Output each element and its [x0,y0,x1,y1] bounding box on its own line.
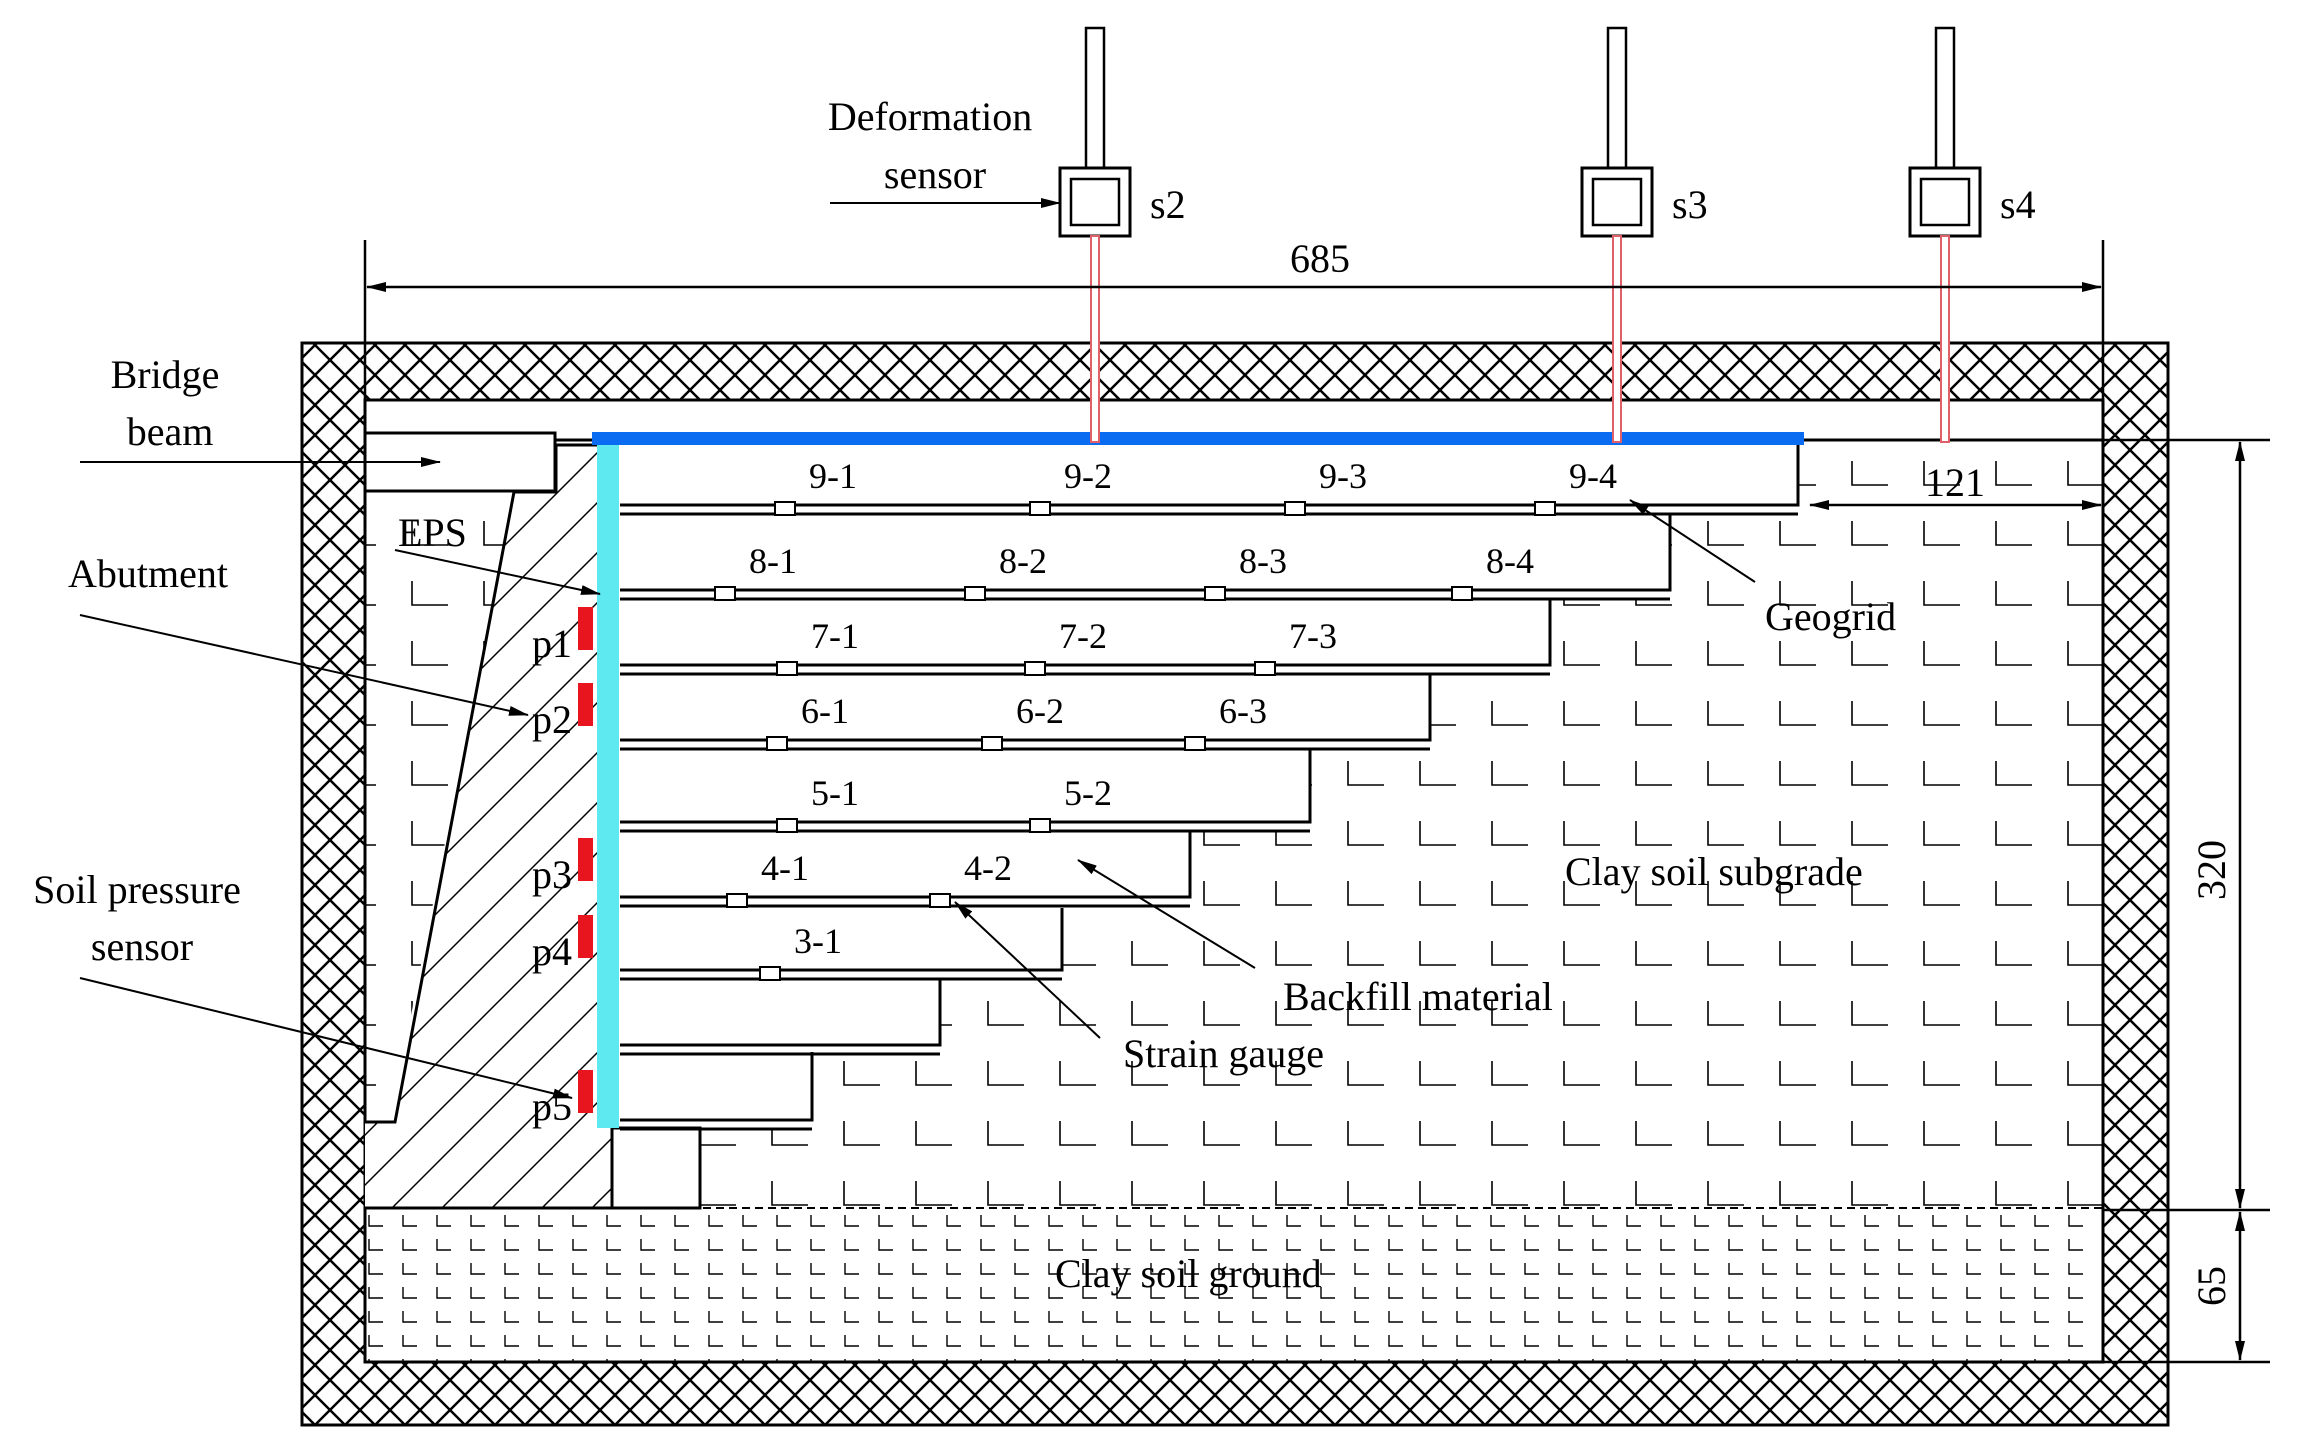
sensor-s3-window [1591,177,1643,227]
strain-gauge-7-2 [1024,661,1046,676]
dimension-lines [363,240,2270,1364]
pressure-sensor-label: p5 [532,1084,572,1129]
pressure-sensor-p2 [578,683,593,726]
strain-gauge-label: 9-1 [809,456,857,496]
sensor-s3-rod [1612,235,1622,443]
strain-gauge-8-2 [964,586,986,601]
strain-gauge-label: 8-2 [999,541,1047,581]
strain-gauge-label: 7-2 [1059,616,1107,656]
strain-gauge-label: 3-1 [794,921,842,961]
clay-soil-ground-label: Clay soil ground [1055,1251,1322,1296]
pressure-sensor-p4 [578,915,593,958]
sensor-s4-window [1919,177,1971,227]
layer-6-outline [620,832,1192,899]
eps-label: EPS [398,510,467,555]
soil-pressure-sensors: p1 p2 p3 p4 p5 [532,607,593,1129]
geogrid-label: Geogrid [1765,594,1896,639]
sensor-s2-stem [1084,26,1106,170]
layer-8-outline [620,980,942,1047]
strain-gauge-5-2 [1029,818,1051,833]
pressure-sensor-label: p4 [532,929,572,974]
leader-lines [79,198,1756,1099]
strain-gauges: 9-1 9-2 9-3 9-4 8-1 8-2 8-3 8-4 7-1 7-2 7-3 6-1 6-2 6… [714,456,1617,981]
eps-strip [597,440,619,1128]
strain-gauge-9-1 [774,501,796,516]
strain-gauge-9-3 [1284,501,1306,516]
geogrid-layers [620,445,1800,1131]
backfill-region [612,440,1798,1208]
strain-gauge-4-2 [929,893,951,908]
pressure-sensor-p3 [578,838,593,881]
dim-setback: 121 [1925,460,1985,505]
strain-gauge-label: 5-1 [811,773,859,813]
sensor-s4-rod [1940,235,1950,443]
strain-gauge-6-1 [766,736,788,751]
sensor-s2-window [1069,177,1121,227]
dim-ground: 65 [2189,1266,2234,1306]
sensor-s2-rod [1090,235,1100,443]
bridge-beam-label: Bridge beam [111,352,230,454]
strain-gauge-4-1 [726,893,748,908]
soil-pressure-sensor-label: Soil pressure sensor [33,867,251,969]
sensor-s3-stem [1606,26,1628,170]
strain-gauge-3-1 [759,966,781,981]
pressure-sensor-label: p2 [532,697,572,742]
layer-3-outline [620,600,1552,667]
strain-gauge-9-4 [1534,501,1556,516]
sensor-s3-label: s3 [1672,182,1708,227]
pressure-sensor-p5 [578,1070,593,1113]
pressure-sensor-label: p3 [532,852,572,897]
clay-soil-ground-region [365,1208,2103,1362]
layer-4-outline [620,675,1432,742]
deck-plate [592,432,1804,445]
strain-gauge-label: 8-1 [749,541,797,581]
backfill-material-label: Backfill material [1283,974,1553,1019]
pressure-sensor-p1 [578,607,593,650]
strain-gauge-label: 8-3 [1239,541,1287,581]
strain-gauge-5-1 [776,818,798,833]
strain-gauge-7-3 [1254,661,1276,676]
strain-gauge-label: 7-1 [811,616,859,656]
strain-gauge-label: 6-1 [801,691,849,731]
layer-1-outline [620,445,1800,507]
dim-width: 685 [1290,236,1350,281]
abutment-label: Abutment [68,551,228,596]
sensor-s2-label: s2 [1150,182,1186,227]
sensor-s4-stem [1934,26,1956,170]
strain-gauge-6-2 [981,736,1003,751]
sensor-s4-label: s4 [2000,182,2036,227]
strain-gauge-label: 7-3 [1289,616,1337,656]
strain-gauge-label: 6-3 [1219,691,1267,731]
strain-gauge-6-3 [1184,736,1206,751]
pressure-sensor-label: p1 [532,621,572,666]
strain-gauge-8-1 [714,586,736,601]
strain-gauge-label: 4-2 [964,848,1012,888]
layer-9-outline [620,1052,814,1122]
strain-gauge-label: 9-2 [1064,456,1112,496]
strain-gauge-label: 9-3 [1319,456,1367,496]
strain-gauge-9-2 [1029,501,1051,516]
strain-gauge-label: 8-4 [1486,541,1534,581]
strain-gauge-label: 5-2 [1064,773,1112,813]
strain-gauge-label: 4-1 [761,848,809,888]
strain-gauge-label: Strain gauge [1123,1031,1324,1076]
strain-gauge-8-4 [1451,586,1473,601]
dim-height: 320 [2189,840,2234,900]
clay-soil-subgrade-label: Clay soil subgrade [1565,849,1863,894]
deformation-sensor-label: Deformation sensor [828,94,1042,197]
layer-5-outline [620,750,1312,824]
strain-gauge-label: 6-2 [1016,691,1064,731]
strain-gauge-8-3 [1204,586,1226,601]
strain-gauge-label: 9-4 [1569,456,1617,496]
deformation-sensors: s2 s3 s4 [1058,26,2036,443]
strain-gauge-7-1 [776,661,798,676]
